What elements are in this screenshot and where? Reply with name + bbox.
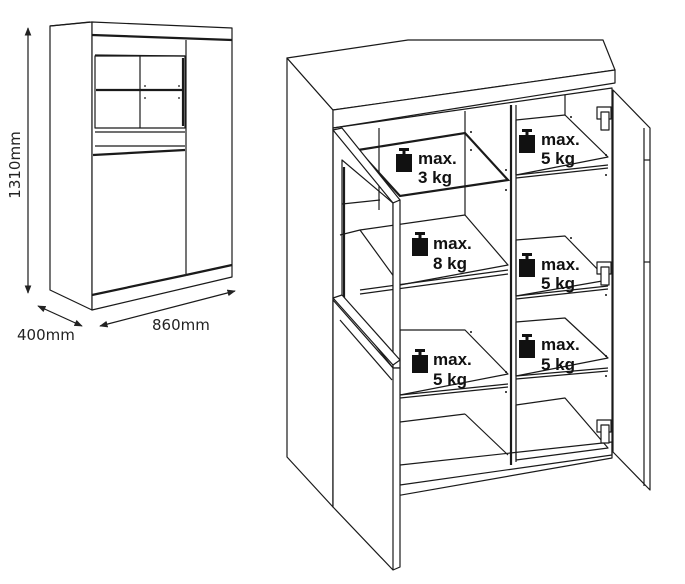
height-label: 1310mm: [6, 131, 24, 198]
left-shelves: [339, 131, 613, 486]
weight-icon: [519, 129, 535, 153]
load-label-right-middle: max. 5 kg: [519, 253, 580, 293]
svg-text:5 kg: 5 kg: [433, 370, 467, 389]
svg-text:5 kg: 5 kg: [541, 149, 575, 168]
svg-text:5 kg: 5 kg: [541, 274, 575, 293]
svg-text:max.: max.: [541, 255, 580, 274]
front-face: [91, 21, 233, 311]
right-shelves: [515, 114, 609, 461]
side-panel: [286, 57, 334, 508]
depth-label: 400mm: [17, 326, 75, 344]
top-panel: [286, 39, 616, 111]
svg-text:max.: max.: [541, 130, 580, 149]
left-door-open: [332, 299, 401, 571]
load-label-glass-shelf: max. 3 kg: [396, 148, 457, 187]
side-panel: [49, 21, 93, 311]
right-door-open: [612, 89, 651, 491]
depth-dimension: 400mm: [17, 305, 83, 344]
top-front-edge: [332, 69, 616, 129]
svg-text:8 kg: 8 kg: [433, 254, 467, 273]
load-label-right-lower: max. 5 kg: [519, 334, 580, 374]
svg-text:5 kg: 5 kg: [541, 355, 575, 374]
weight-icon: [412, 349, 428, 373]
shelf-pin-holes: [470, 116, 607, 393]
svg-text:max.: max.: [433, 234, 472, 253]
width-label: 860mm: [152, 316, 210, 334]
dimension-arrow-icon: [37, 305, 83, 327]
svg-text:max.: max.: [418, 149, 457, 168]
load-label-left-lower: max. 5 kg: [412, 349, 472, 389]
svg-text:max.: max.: [541, 335, 580, 354]
dimension-arrow-icon: [99, 289, 236, 328]
open-cabinet-view: [286, 39, 651, 571]
weight-icon: [396, 148, 412, 172]
closed-cabinet-view: [49, 21, 233, 311]
hinge-icon: [596, 106, 612, 444]
weight-icon: [412, 232, 428, 256]
load-label-left-middle: max. 8 kg: [412, 232, 472, 273]
svg-text:3 kg: 3 kg: [418, 168, 452, 187]
width-dimension: 860mm: [99, 289, 236, 334]
weight-icon: [519, 334, 535, 358]
weight-icon: [519, 253, 535, 277]
svg-text:max.: max.: [433, 350, 472, 369]
glass-door-open: [332, 127, 401, 369]
glass-shelf: [355, 131, 511, 198]
height-dimension: 1310mm: [6, 27, 32, 294]
load-label-right-upper: max. 5 kg: [519, 129, 580, 168]
